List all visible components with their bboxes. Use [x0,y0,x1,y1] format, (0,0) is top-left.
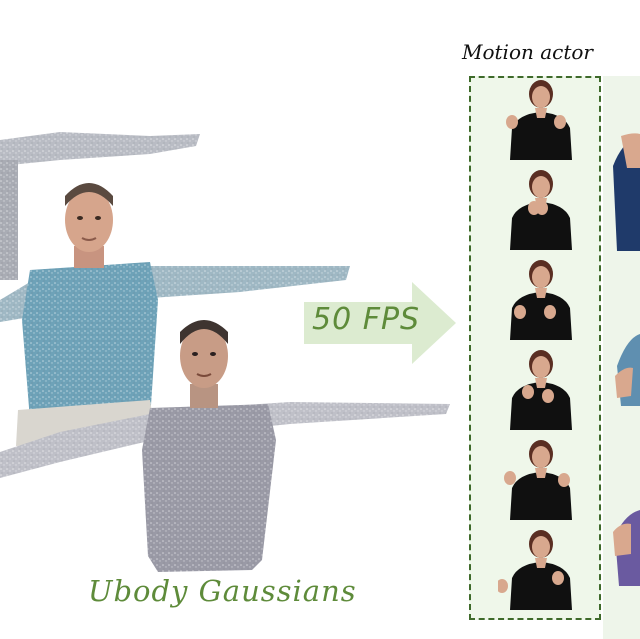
avatar-front [0,320,450,572]
actor-torso [510,382,572,430]
right-strip-figures [613,133,640,586]
gaussian-avatars [0,132,450,572]
actor-face [532,86,550,108]
actor-right-hand [544,305,556,319]
fps-arrow [304,282,456,364]
actor-face [532,356,550,378]
motion-frame [510,260,572,340]
actor-neck [535,468,547,478]
actor-neck [535,558,547,568]
actor-face [532,446,550,468]
actor-torso [510,202,572,250]
avatars-title: Ubody Gaussians [88,574,357,608]
actor-neck [535,108,547,118]
actor-right-hand [536,201,548,215]
actor-right-hand [554,115,566,129]
motion-frame [510,170,572,250]
motion-frame [504,440,572,520]
actor-left-hand [498,579,508,593]
right-strip [603,76,640,639]
actor-left-hand [504,471,516,485]
motion-title: Motion actor [462,40,593,64]
fps-label: 50 FPS [312,302,421,337]
strip-figure-3 [613,510,640,586]
actor-torso [510,562,572,610]
actor-face [532,536,550,558]
actor-face [532,176,550,198]
actor-right-hand [542,389,554,403]
actor-torso [510,472,572,520]
actor-left-hand [506,115,518,129]
actor-left-hand [514,305,526,319]
avatar-back [0,132,200,280]
motion-frame [498,530,572,610]
actor-torso [510,292,572,340]
actor-neck [535,288,547,298]
actor-right-hand [558,473,570,487]
motion-frame [506,80,572,160]
actor-left-hand [522,385,534,399]
strip-figure-1 [613,133,640,251]
actor-face [532,266,550,288]
actor-neck [535,378,547,388]
actor-right-hand [552,571,564,585]
motion-panel [469,76,601,620]
strip-figure-2 [615,334,640,406]
motion-frame [510,350,572,430]
